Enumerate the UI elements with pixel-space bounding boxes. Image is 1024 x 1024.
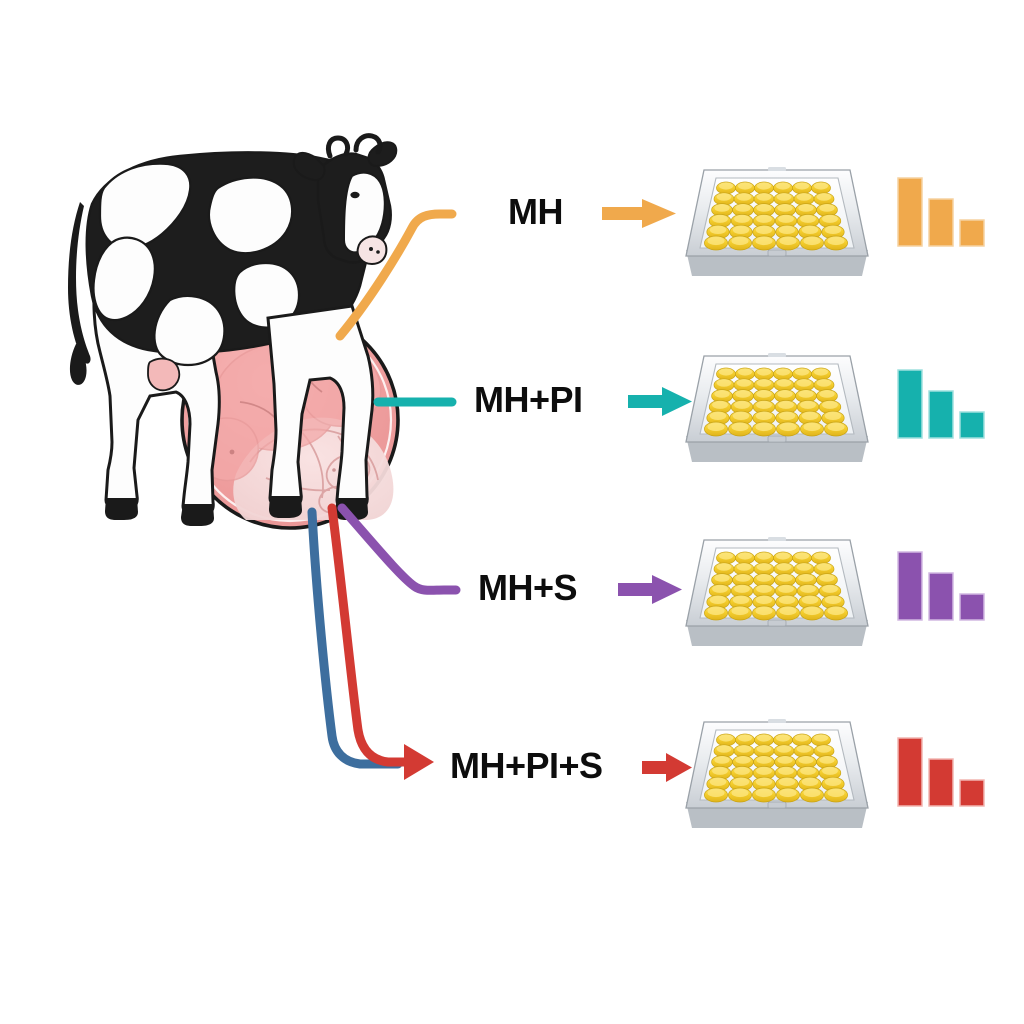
process-arrows [602,199,692,782]
bar-mh-2 [928,198,954,247]
bar-mhpi-1 [897,369,923,439]
bar-mhs-2 [928,572,954,621]
arrow-mh [602,199,676,228]
treatment-label-mh-pi-s: MH+PI+S [450,745,603,786]
microplate-mh-pi-s [685,718,869,829]
microplate-mh-s [685,536,869,647]
dairy-cow-illustration [68,133,398,526]
bar-chart-mh-s [897,551,985,621]
treatment-label-mh: MH [508,191,564,232]
bar-mhpi-3 [959,411,985,439]
arrow-mh-pi [628,387,692,416]
connector-arrowhead-mh-pi-s [404,744,434,780]
microplates-layer [685,166,869,829]
bar-mhs-1 [897,551,923,621]
bar-chart-mh [897,177,985,247]
treatment-label-mh-s: MH+S [478,567,578,608]
arrow-mh-s [618,575,682,604]
bar-chart-mh-pi [897,369,985,439]
bar-charts-layer [897,177,985,807]
microplate-mh-pi [685,352,869,463]
treatment-label-mh-pi: MH+PI [474,379,583,420]
connector-mh-s [337,503,461,595]
microplate-mh [685,166,869,277]
bar-chart-mh-pi-s [897,737,985,807]
bar-mhs-3 [959,593,985,621]
bar-mhpis-3 [959,779,985,807]
bar-mhpis-2 [928,758,954,807]
bar-mh-3 [959,219,985,247]
connector-lines [307,209,461,769]
bar-mhpi-2 [928,390,954,439]
arrow-mh-pi-s [642,753,692,782]
connector-mh-pi-s-red [327,503,417,767]
bar-mh-1 [897,177,923,247]
connector-mh-pi-s-blue [307,507,403,769]
connector-mh [335,209,457,341]
bar-mhpis-1 [897,737,923,807]
